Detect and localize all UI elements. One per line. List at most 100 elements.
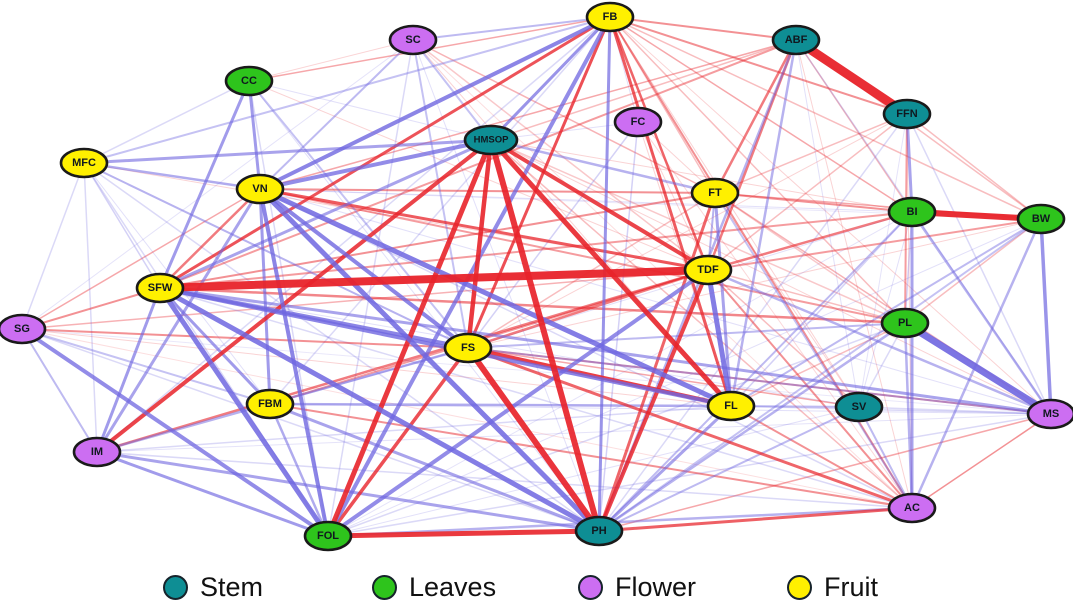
node-ABF: ABF (771, 24, 821, 56)
node-label-FT: FT (708, 187, 722, 199)
edge-VN-TDF (258, 187, 710, 272)
edge-PL-PH (597, 321, 907, 533)
node-ellipse-HMSOP (463, 124, 519, 156)
edge-HMSOP-SFW (158, 138, 493, 290)
edge-ABF-FT (713, 38, 798, 195)
edge-FT-BI (714, 192, 913, 213)
node-PH: PH (574, 515, 624, 547)
node-FOL: FOL (303, 520, 353, 552)
edge-PL-MS (901, 319, 1055, 418)
edge-FL-PH (597, 404, 733, 533)
edge-SC-HMSOP (412, 39, 492, 141)
node-VN: VN (235, 173, 285, 205)
edge-CC-VN (247, 79, 262, 191)
node-label-FC: FC (631, 116, 646, 128)
node-label-CC: CC (241, 75, 257, 87)
edge-FB-SV (609, 16, 860, 408)
edge-FB-FS (466, 15, 612, 350)
edge-CC-FS (248, 80, 469, 349)
node-label-FBM: FBM (258, 398, 282, 410)
edge-FB-SC (412, 16, 611, 41)
edge-FBM-FL (268, 402, 733, 408)
node-IM: IM (72, 436, 122, 468)
edge-ABF-SV (795, 39, 860, 408)
edge-HMSOP-IM (95, 138, 493, 454)
edge-MFC-VN (82, 161, 262, 191)
edge-FS-TDF (466, 268, 710, 350)
edge-SG-SFW (21, 287, 161, 330)
edge-FT-FL (713, 191, 733, 408)
edge-SG-TDF (21, 269, 709, 330)
edge-TDF-FL (705, 267, 734, 409)
node-ellipse-SC (388, 24, 438, 56)
node-BI: BI (887, 196, 937, 228)
edge-FOL-BW (327, 218, 1042, 537)
edge-SG-AC (21, 328, 913, 509)
node-label-FL: FL (724, 400, 738, 412)
node-ellipse-IM (72, 436, 122, 468)
node-ellipse-FL (706, 390, 756, 422)
edge-PH-MS (598, 413, 1052, 532)
edge-FS-FOL (326, 346, 470, 538)
edge-SC-VN (259, 39, 414, 190)
node-ellipse-ABF (771, 24, 821, 56)
node-ellipse-FC (613, 106, 663, 138)
edge-SC-PH (412, 39, 600, 532)
node-label-MFC: MFC (72, 157, 96, 169)
edge-SFW-FBM (158, 286, 272, 406)
node-label-ABF: ABF (785, 34, 808, 46)
edge-HMSOP-FT (489, 138, 717, 195)
node-ellipse-FFN (882, 98, 932, 130)
edge-FFN-BI (905, 112, 914, 214)
edge-SFW-PH (157, 285, 602, 534)
flower-color-swatch (578, 575, 603, 600)
edge-SG-FS (21, 328, 469, 349)
node-PL: PL (880, 307, 930, 339)
edge-BW-PL (904, 218, 1042, 324)
edge-FFN-TDF (707, 113, 908, 271)
node-label-AC: AC (904, 502, 920, 514)
edge-BW-TDF (707, 218, 1042, 271)
edge-SV-BI (858, 211, 913, 408)
legend: Stem Leaves Flower Fruit (0, 570, 1073, 611)
edge-SC-TDF (412, 39, 709, 271)
edge-TDF-FOL (326, 268, 710, 538)
edge-HMSOP-VN (258, 138, 493, 191)
edge-FFN-MS (906, 113, 1052, 415)
node-label-VN: VN (252, 183, 267, 195)
edge-PL-TDF (707, 269, 906, 324)
fruit-color-swatch (787, 575, 812, 600)
edge-FS-AC (466, 346, 914, 510)
edge-FOL-BI (327, 211, 913, 537)
edge-FB-HMSOP (489, 15, 612, 142)
node-FB: FB (585, 1, 635, 33)
node-ellipse-PL (880, 307, 930, 339)
edge-CC-SC (248, 39, 414, 82)
edge-SFW-FOL (157, 285, 331, 539)
node-ellipse-SV (834, 391, 884, 423)
node-ellipse-CC (224, 65, 274, 97)
edge-ABF-BI (795, 39, 913, 213)
stem-color-swatch (163, 575, 188, 600)
edge-SG-IM (21, 328, 98, 453)
edge-MFC-IM (83, 162, 98, 453)
legend-label-stem: Stem (200, 572, 264, 602)
node-label-BW: BW (1032, 213, 1051, 225)
edge-ABF-VN (259, 39, 797, 190)
node-label-SFW: SFW (148, 282, 173, 294)
edge-FB-FBM (269, 16, 611, 405)
edge-CC-HMSOP (248, 80, 492, 141)
edge-SFW-VN (158, 187, 262, 290)
edge-FOL-AC (326, 506, 914, 538)
edge-MFC-SG (21, 162, 85, 330)
edge-BI-MS (910, 210, 1053, 416)
node-label-FB: FB (603, 11, 618, 23)
edge-FB-SFW (158, 15, 612, 290)
edge-FL-AC (730, 405, 913, 509)
edge-ABF-FL (729, 38, 798, 408)
node-FC: FC (613, 106, 663, 138)
node-FBM: FBM (245, 388, 295, 420)
legend-label-flower: Flower (615, 572, 697, 602)
node-ellipse-BW (1016, 203, 1066, 235)
